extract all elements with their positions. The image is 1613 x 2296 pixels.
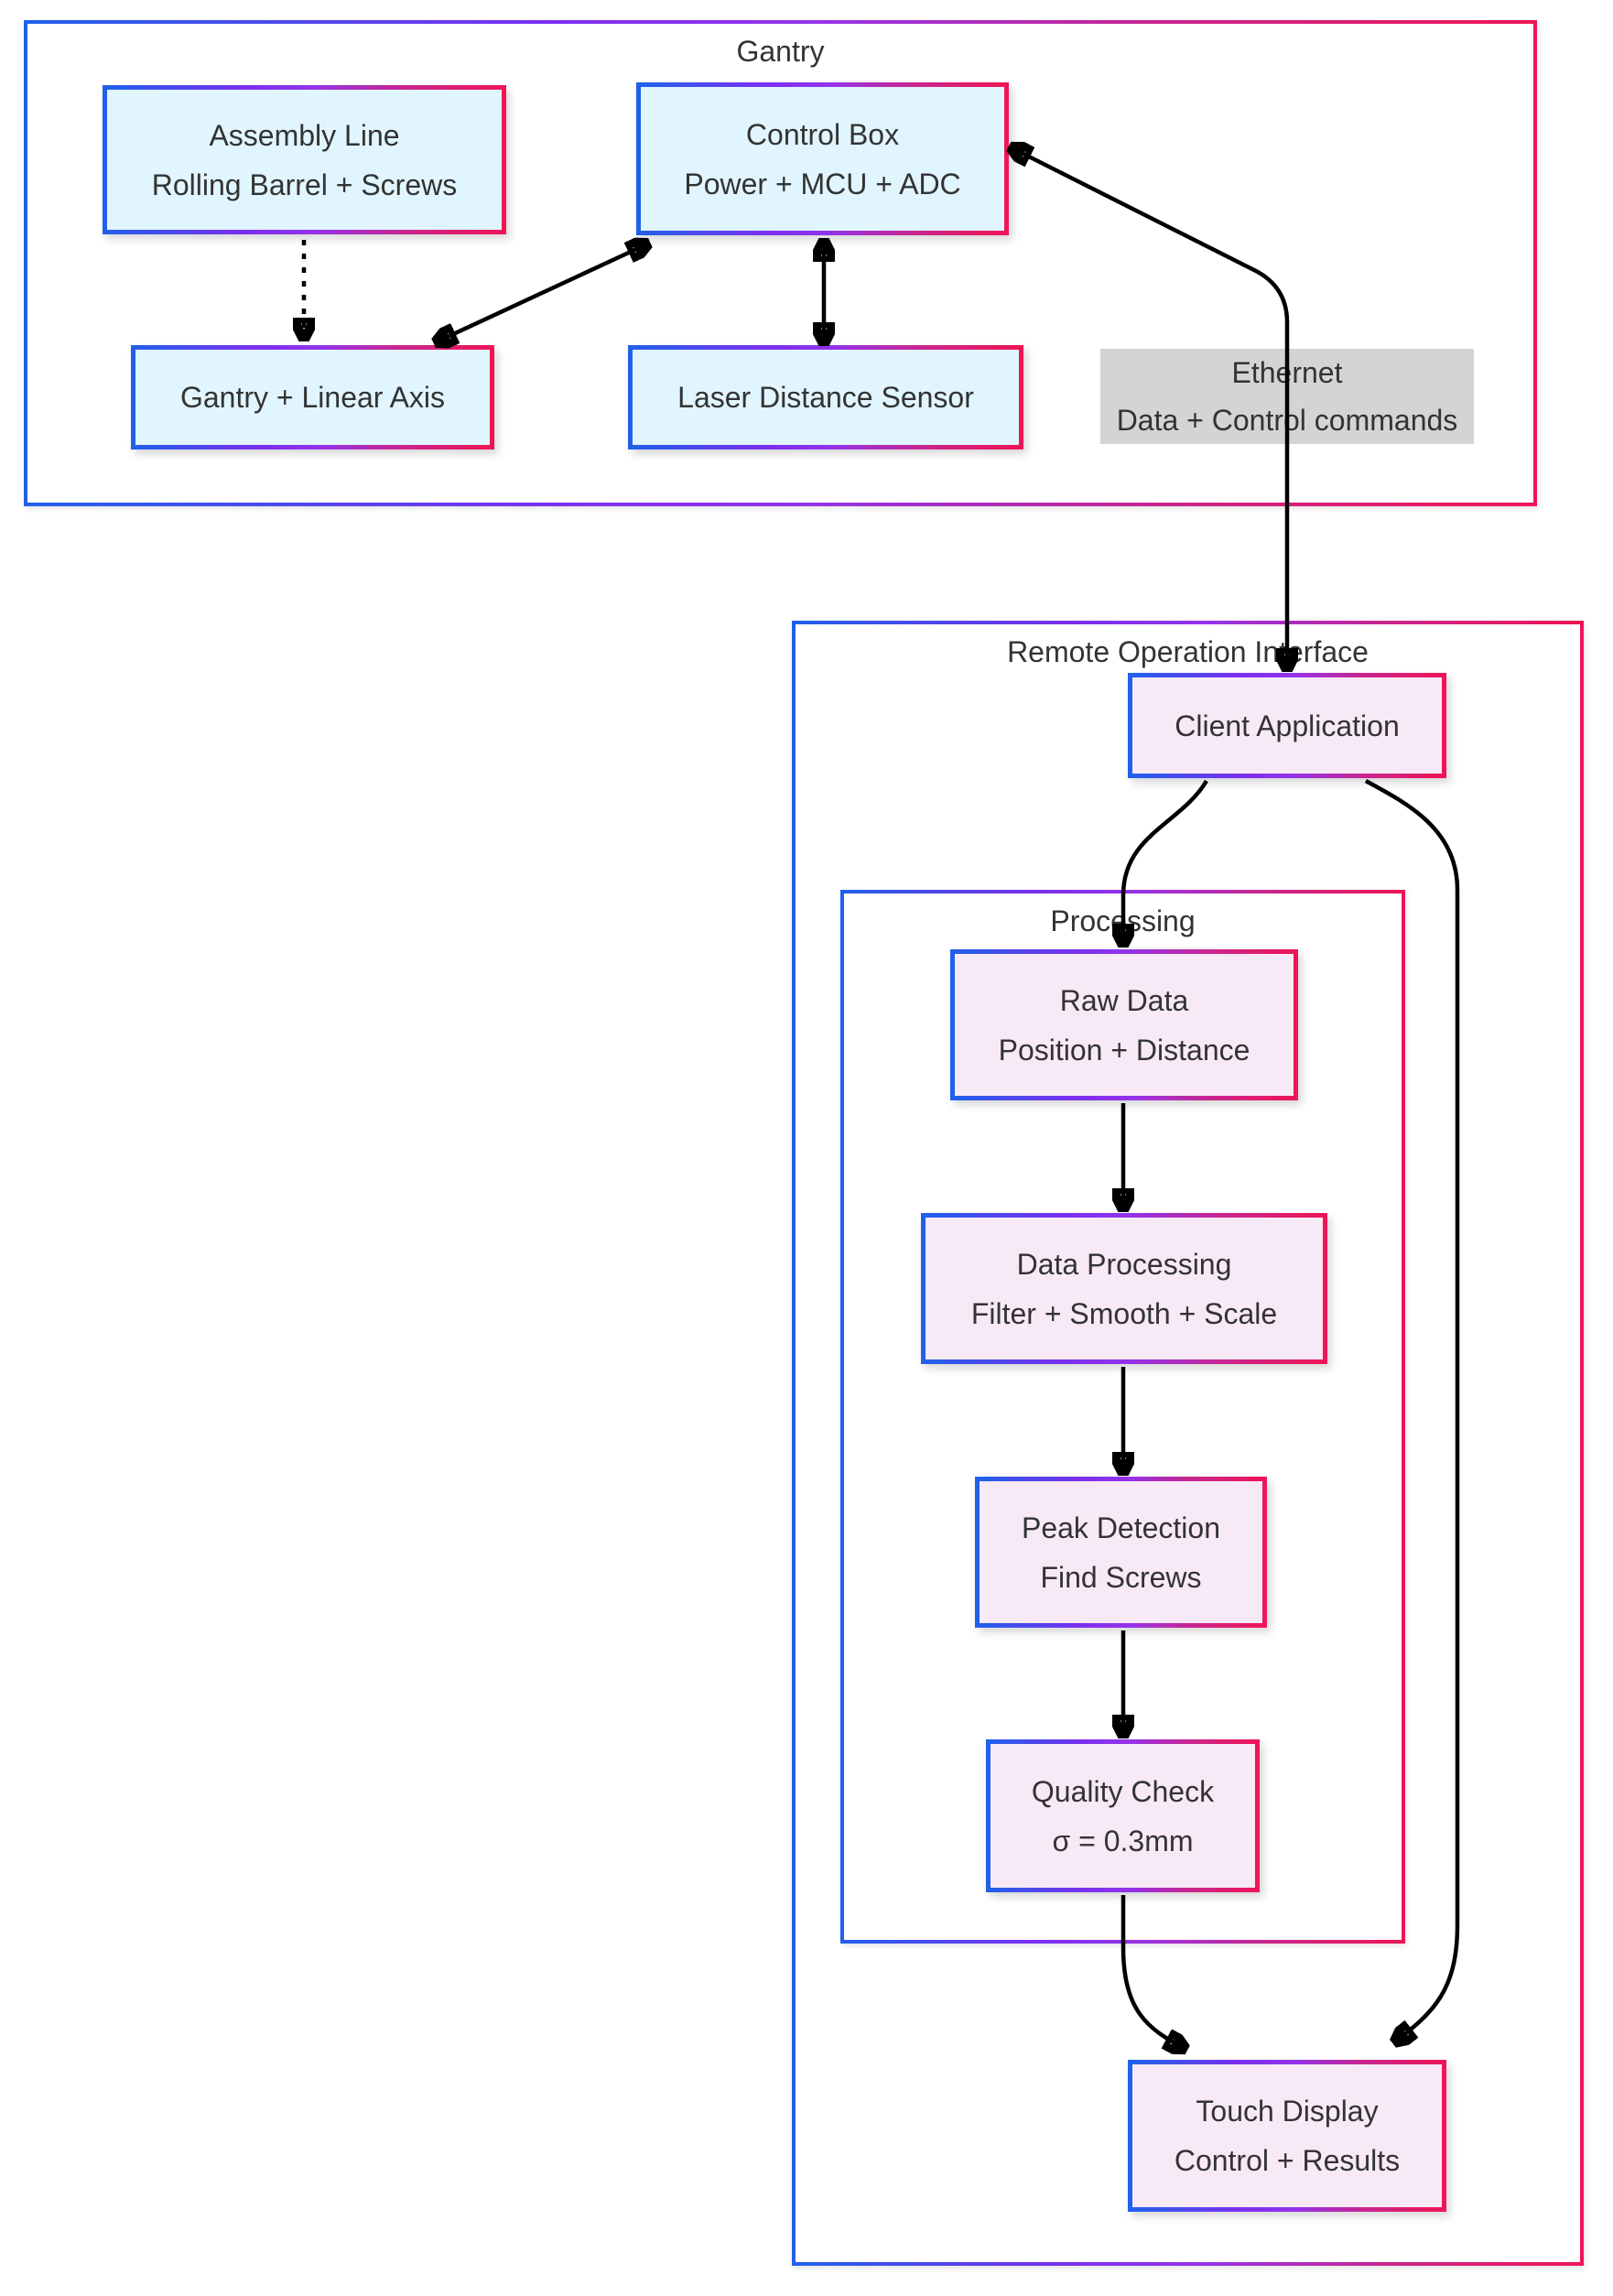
node-data-processing: Data Processing Filter + Smooth + Scale	[921, 1213, 1327, 1364]
edge-label-ethernet: Ethernet Data + Control commands	[1100, 349, 1474, 444]
node-laser-distance-sensor-title: Laser Distance Sensor	[677, 381, 974, 414]
node-client-application: Client Application	[1128, 673, 1446, 778]
node-control-box-title: Control Box	[745, 117, 900, 151]
node-peak-detection-title: Peak Detection	[1021, 1511, 1220, 1544]
node-raw-data: Raw Data Position + Distance	[950, 949, 1298, 1100]
container-gantry-title: Gantry	[736, 35, 825, 68]
node-peak-detection: Peak Detection Find Screws	[975, 1477, 1267, 1628]
edge-label-ethernet-subtitle: Data + Control commands	[1116, 404, 1458, 437]
node-touch-display-subtitle: Control + Results	[1174, 2144, 1401, 2177]
container-roi-title: Remote Operation Interface	[1007, 635, 1369, 668]
node-quality-check: Quality Check σ = 0.3mm	[986, 1739, 1260, 1892]
node-control-box-subtitle: Power + MCU + ADC	[684, 167, 961, 200]
node-control-box: Control Box Power + MCU + ADC	[636, 82, 1009, 235]
node-client-application-title: Client Application	[1175, 709, 1400, 742]
container-processing-title: Processing	[1050, 904, 1196, 937]
node-assembly-line-subtitle: Rolling Barrel + Screws	[151, 168, 458, 201]
node-peak-detection-subtitle: Find Screws	[1040, 1560, 1202, 1594]
node-assembly-line-title: Assembly Line	[209, 118, 400, 152]
node-raw-data-subtitle: Position + Distance	[998, 1033, 1250, 1067]
node-touch-display: Touch Display Control + Results	[1128, 2060, 1446, 2212]
edge-label-ethernet-title: Ethernet	[1231, 356, 1343, 389]
node-laser-distance-sensor: Laser Distance Sensor	[628, 345, 1023, 449]
node-touch-display-title: Touch Display	[1196, 2095, 1379, 2128]
node-gantry-linear-axis: Gantry + Linear Axis	[131, 345, 494, 449]
node-assembly-line: Assembly Line Rolling Barrel + Screws	[103, 85, 506, 234]
node-quality-check-subtitle: σ = 0.3mm	[1052, 1824, 1194, 1857]
node-raw-data-title: Raw Data	[1059, 983, 1189, 1017]
node-data-processing-title: Data Processing	[1016, 1247, 1232, 1281]
node-data-processing-subtitle: Filter + Smooth + Scale	[970, 1296, 1278, 1330]
node-quality-check-title: Quality Check	[1031, 1774, 1215, 1808]
node-gantry-linear-axis-title: Gantry + Linear Axis	[179, 381, 446, 414]
